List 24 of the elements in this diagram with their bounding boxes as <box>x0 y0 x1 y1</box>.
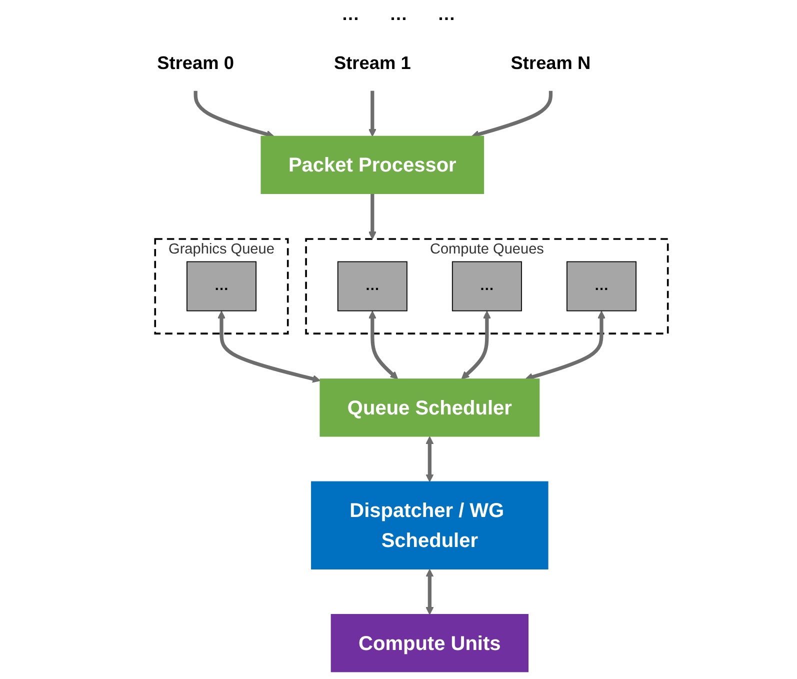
arrow <box>425 436 434 482</box>
node-box: … <box>337 261 408 312</box>
node-box: … <box>186 261 256 312</box>
arrow <box>368 90 376 137</box>
node-box: … <box>566 261 636 312</box>
arrow <box>368 194 376 240</box>
node-text: Stream N <box>510 54 590 74</box>
ellipsis-label: … <box>342 4 360 25</box>
ellipsis-label: … <box>438 4 456 25</box>
node-box: Queue Scheduler <box>319 378 540 437</box>
node-box: Compute Units <box>330 614 528 672</box>
arrow <box>368 310 398 380</box>
arrow <box>217 310 320 383</box>
node-text: Stream 0 <box>156 54 234 74</box>
node-box: Packet Processor <box>260 136 484 194</box>
node-box: … <box>452 261 522 312</box>
arrow <box>193 90 274 138</box>
node-box: Dispatcher / WG Scheduler <box>310 481 548 570</box>
ellipsis-label: … <box>390 4 408 25</box>
arrow <box>471 90 552 138</box>
arrow <box>460 310 491 380</box>
node-text: Stream 1 <box>334 54 410 74</box>
arrow <box>524 310 606 381</box>
arrow <box>425 569 434 615</box>
